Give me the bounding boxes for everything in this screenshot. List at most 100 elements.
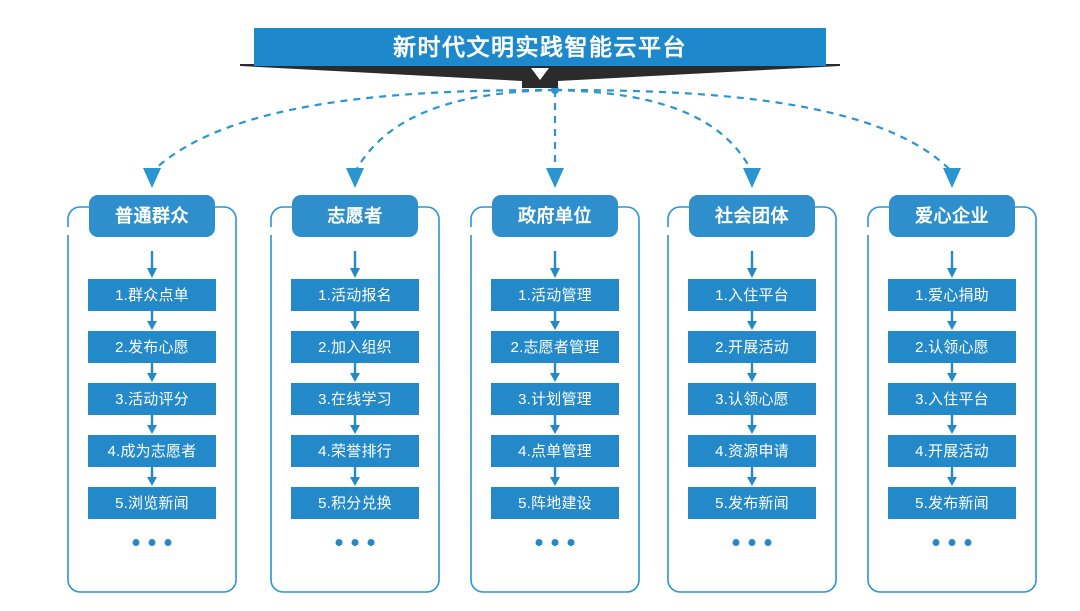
ellipsis-dot <box>164 539 172 546</box>
item-label: 5.发布新闻 <box>715 494 789 512</box>
item-label: 3.活动评分 <box>115 390 189 408</box>
column-header-label: 政府单位 <box>518 206 592 226</box>
down-arrow-icon <box>548 363 562 383</box>
list-item[interactable]: 3.计划管理 <box>491 383 619 415</box>
list-item[interactable]: 2.加入组织 <box>291 331 419 363</box>
list-item[interactable]: 3.认领心愿 <box>688 383 816 415</box>
connector-to-column-2 <box>354 88 556 173</box>
column-header-badge[interactable]: 普通群众 <box>89 195 215 237</box>
item-label: 3.入住平台 <box>915 390 989 408</box>
list-item[interactable]: 2.认领心愿 <box>888 331 1016 363</box>
down-arrow-icon <box>548 415 562 435</box>
column-item-list: 1.群众点单 2.发布心愿 3.活动评分 4.成为志愿者 5.浏览新闻 <box>88 251 216 519</box>
list-item[interactable]: 5.发布新闻 <box>688 487 816 519</box>
item-label: 2.志愿者管理 <box>510 338 600 356</box>
item-label: 4.开展活动 <box>915 442 989 460</box>
list-item[interactable]: 4.点单管理 <box>491 435 619 467</box>
down-arrow-icon <box>745 311 759 331</box>
list-item[interactable]: 2.开展活动 <box>688 331 816 363</box>
item-label: 2.开展活动 <box>715 338 789 356</box>
down-arrow-icon <box>945 415 959 435</box>
item-label: 1.活动管理 <box>518 286 592 304</box>
item-label: 1.活动报名 <box>318 286 392 304</box>
column-header-badge[interactable]: 志愿者 <box>292 195 418 237</box>
down-arrow-icon <box>945 251 959 279</box>
item-label: 5.浏览新闻 <box>115 494 189 512</box>
column-志愿者[interactable]: 志愿者 1.活动报名 2.加入组织 3.在线学习 4.荣誉排行 5.积分兑换 <box>269 195 441 594</box>
ellipsis-dot <box>367 539 375 546</box>
list-item[interactable]: 3.活动评分 <box>88 383 216 415</box>
down-arrow-icon <box>348 363 362 383</box>
column-普通群众[interactable]: 普通群众 1.群众点单 2.发布心愿 3.活动评分 4.成为志愿者 5.浏览新闻 <box>66 195 238 594</box>
list-item[interactable]: 1.爱心捐助 <box>888 279 1016 311</box>
list-item[interactable]: 5.阵地建设 <box>491 487 619 519</box>
column-header-badge[interactable]: 爱心企业 <box>889 195 1015 237</box>
down-arrow-icon <box>548 467 562 487</box>
list-item[interactable]: 1.群众点单 <box>88 279 216 311</box>
list-item[interactable]: 3.入住平台 <box>888 383 1016 415</box>
item-label: 3.计划管理 <box>518 390 592 408</box>
column-frame <box>269 205 441 594</box>
list-item[interactable]: 4.成为志愿者 <box>88 435 216 467</box>
item-label: 5.积分兑换 <box>318 494 392 512</box>
connector-to-column-5 <box>554 88 953 173</box>
column-item-list: 1.入住平台 2.开展活动 3.认领心愿 4.资源申请 5.发布新闻 <box>688 251 816 519</box>
connector-to-column-1 <box>151 88 556 173</box>
list-item[interactable]: 4.资源申请 <box>688 435 816 467</box>
list-item[interactable]: 1.入住平台 <box>688 279 816 311</box>
column-header-label: 志愿者 <box>327 206 383 226</box>
list-item[interactable]: 2.发布心愿 <box>88 331 216 363</box>
connector-arrowhead-2 <box>346 168 364 188</box>
item-label: 4.荣誉排行 <box>318 442 392 460</box>
list-item[interactable]: 4.开展活动 <box>888 435 1016 467</box>
ellipsis-dot <box>748 539 756 546</box>
platform-title-bar: 新时代文明实践智能云平台 <box>254 28 826 66</box>
column-header-badge[interactable]: 政府单位 <box>492 195 618 237</box>
ellipsis-dot <box>948 539 956 546</box>
down-arrow-icon <box>945 363 959 383</box>
item-label: 2.加入组织 <box>318 338 392 356</box>
down-arrow-icon <box>745 363 759 383</box>
list-item[interactable]: 1.活动管理 <box>491 279 619 311</box>
down-arrow-icon <box>348 251 362 279</box>
ellipsis-dot <box>964 539 972 546</box>
connector-arrowhead-3 <box>546 168 564 188</box>
ellipsis-dot <box>567 539 575 546</box>
column-frame <box>666 205 838 594</box>
down-arrow-icon <box>548 311 562 331</box>
item-label: 4.点单管理 <box>518 442 592 460</box>
down-arrow-icon <box>145 251 159 279</box>
ellipsis-dot <box>535 539 543 546</box>
column-frame <box>866 205 1038 594</box>
list-item[interactable]: 2.志愿者管理 <box>491 331 619 363</box>
column-社会团体[interactable]: 社会团体 1.入住平台 2.开展活动 3.认领心愿 4.资源申请 5.发布新闻 <box>666 195 838 594</box>
item-label: 5.阵地建设 <box>518 494 592 512</box>
down-arrow-icon <box>145 415 159 435</box>
list-item[interactable]: 3.在线学习 <box>291 383 419 415</box>
connector-arrowhead-5 <box>943 168 961 188</box>
column-政府单位[interactable]: 政府单位 1.活动管理 2.志愿者管理 3.计划管理 4.点单管理 5.阵地建设 <box>469 195 641 594</box>
item-label: 1.爱心捐助 <box>915 286 989 304</box>
down-arrow-icon <box>145 311 159 331</box>
item-label: 4.成为志愿者 <box>107 442 197 460</box>
item-label: 4.资源申请 <box>715 442 789 460</box>
column-item-list: 1.爱心捐助 2.认领心愿 3.入住平台 4.开展活动 5.发布新闻 <box>888 251 1016 519</box>
down-arrow-icon <box>745 251 759 279</box>
column-header-label: 社会团体 <box>715 206 789 226</box>
list-item[interactable]: 4.荣誉排行 <box>291 435 419 467</box>
more-items-ellipsis <box>535 539 575 546</box>
column-item-list: 1.活动管理 2.志愿者管理 3.计划管理 4.点单管理 5.阵地建设 <box>491 251 619 519</box>
column-header-badge[interactable]: 社会团体 <box>689 195 815 237</box>
list-item[interactable]: 1.活动报名 <box>291 279 419 311</box>
down-arrow-icon <box>145 467 159 487</box>
item-label: 2.认领心愿 <box>915 338 989 356</box>
list-item[interactable]: 5.浏览新闻 <box>88 487 216 519</box>
down-arrow-icon <box>348 311 362 331</box>
column-header-label: 爱心企业 <box>915 206 989 226</box>
connector-arrowhead-1 <box>143 168 161 188</box>
list-item[interactable]: 5.发布新闻 <box>888 487 1016 519</box>
down-arrow-icon <box>745 467 759 487</box>
column-爱心企业[interactable]: 爱心企业 1.爱心捐助 2.认领心愿 3.入住平台 4.开展活动 5.发布新闻 <box>866 195 1038 594</box>
more-items-ellipsis <box>732 539 772 546</box>
list-item[interactable]: 5.积分兑换 <box>291 487 419 519</box>
